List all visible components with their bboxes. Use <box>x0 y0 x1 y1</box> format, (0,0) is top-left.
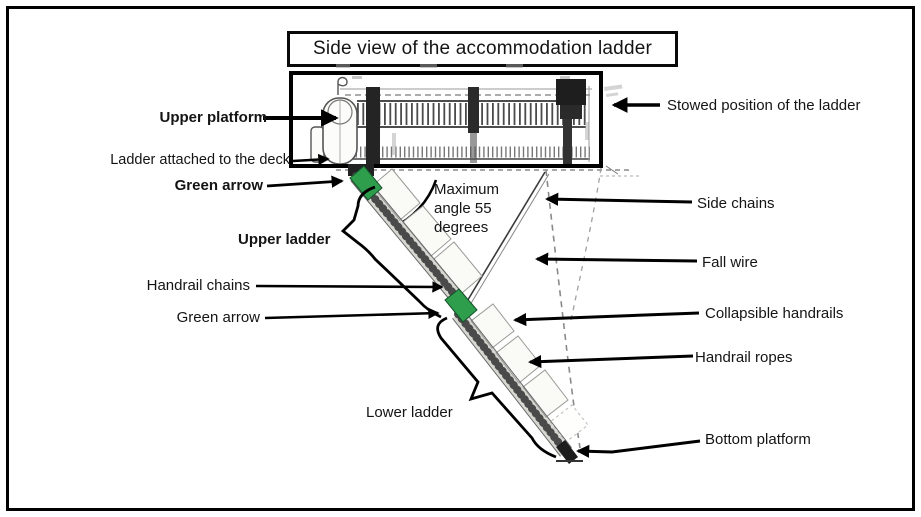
deck-dashed-line <box>336 165 640 177</box>
label-green-arrow-lower: Green arrow <box>176 309 260 326</box>
winch-block <box>556 79 586 105</box>
bottom-platform-leader <box>576 439 701 458</box>
label-maximum-angle: Maximum angle 55 degrees <box>434 181 500 236</box>
label-upper-platform: Upper platform <box>159 109 267 126</box>
label-handrail-chains: Handrail chains <box>146 277 250 294</box>
label-ladder-attached-to-deck: Ladder attached to the deck <box>110 152 290 168</box>
title-box: Side view of the accommodation ladder <box>287 31 678 67</box>
figure-border <box>6 6 915 511</box>
stowed-posts <box>366 79 586 166</box>
lower-ladder-drawing <box>452 303 589 464</box>
fall-wire-leader <box>535 252 698 266</box>
label-stowed-position: Stowed position of the ladder <box>667 97 861 114</box>
upper-ladder-panels <box>371 168 483 294</box>
label-lower-ladder: Lower ladder <box>366 404 453 421</box>
label-collapsible-handrails: Collapsible handrails <box>705 305 844 322</box>
label-green-arrow-upper: Green arrow <box>174 177 263 194</box>
label-upper-ladder: Upper ladder <box>238 231 331 248</box>
handrail-chain-texture <box>352 172 468 310</box>
ladder-attached-arrow <box>292 153 330 166</box>
green-arrow-indicator-upper <box>349 165 383 201</box>
upper-ladder-brace <box>340 185 442 319</box>
side-chains-leader <box>545 192 693 206</box>
green-arrow-indicator-lower <box>444 288 478 323</box>
upper-ladder-drawing <box>348 164 483 311</box>
upper-platform-shape <box>310 76 358 165</box>
label-bottom-platform: Bottom platform <box>705 431 811 448</box>
collapsible-handrail-panels <box>470 303 589 443</box>
stowed-ladder-drawing <box>289 64 640 177</box>
lower-ladder-brace <box>436 316 557 459</box>
dimension-marks <box>336 64 570 79</box>
diagram-title: Side view of the accommodation ladder <box>312 38 653 59</box>
handrail-chains-leader <box>255 281 444 293</box>
handrail-ropes-leader <box>528 354 694 369</box>
label-handrail-ropes: Handrail ropes <box>695 349 793 366</box>
davit-hook-shape <box>337 76 348 95</box>
dimension-numbers <box>392 84 623 155</box>
handrail-rope-texture <box>454 310 570 456</box>
green-arrow-bottom-leader <box>264 307 440 320</box>
green-arrow-top-leader <box>266 175 344 188</box>
side-chain-lines <box>465 171 550 306</box>
fall-wire-lines <box>545 167 602 449</box>
label-fall-wire: Fall wire <box>702 254 758 271</box>
label-side-chains: Side chains <box>697 195 775 212</box>
collapsible-handrails-leader <box>513 311 700 327</box>
bottom-platform-shape <box>556 440 583 464</box>
